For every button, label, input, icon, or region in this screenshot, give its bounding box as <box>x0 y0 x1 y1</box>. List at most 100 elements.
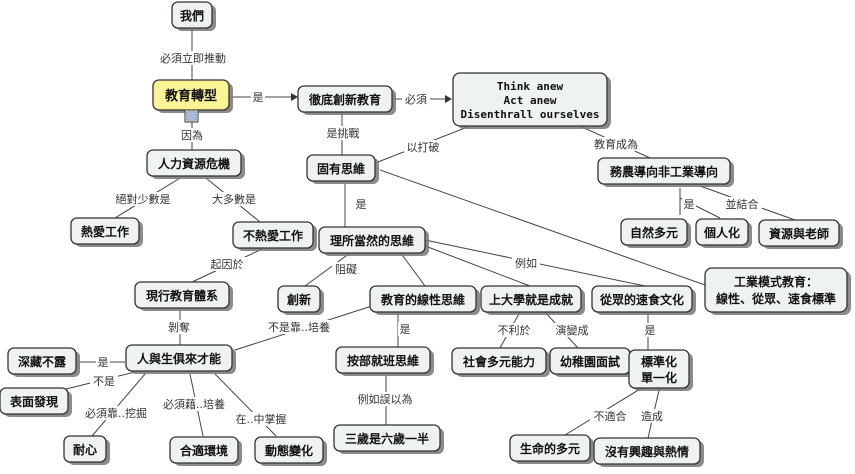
node-fixed-thinking[interactable]: 固有思維 <box>306 154 379 184</box>
link-is3: 是 <box>684 198 695 211</box>
node-agri-not-industrial-label: 務農導向非工業導向 <box>610 164 718 179</box>
link-not-suitable: 不適合 <box>594 409 627 423</box>
link-because: 因為 <box>181 128 203 142</box>
node-think-anew-line1: Think anew <box>497 80 564 93</box>
node-thorough-innovation-label: 徹底創新教育 <box>308 92 381 107</box>
link-education-becomes: 教育成為 <box>594 137 638 151</box>
node-life-diversity[interactable]: 生命的多元 <box>509 434 594 464</box>
node-college-success[interactable]: 上大學就是成就 <box>480 285 585 315</box>
link-labels: 必須立即推動 是 必須 因為 是挑戰 以打破 教育成為 絕對少數是 大多數是 是… <box>78 51 762 426</box>
arrow-head-icon <box>445 95 452 103</box>
node-think-anew[interactable]: Think anew Act anew Disenthrall ourselve… <box>452 72 611 129</box>
node-not-love-work[interactable]: 不熱愛工作 <box>232 221 317 251</box>
node-agri-not-industrial[interactable]: 務農導向非工業導向 <box>597 157 734 187</box>
node-resources-teachers[interactable]: 資源與老師 <box>758 219 843 249</box>
node-industrial-model-line1: 工業模式教育： <box>734 274 818 289</box>
node-linear-thinking[interactable]: 教育的線性思維 <box>369 285 480 315</box>
notes-icon[interactable] <box>184 109 199 123</box>
node-thorough-innovation[interactable]: 徹底創新教育 <box>297 85 396 115</box>
link-causes: 造成 <box>641 409 663 423</box>
node-natural-label: 自然多元 <box>630 225 678 240</box>
node-love-work[interactable]: 熱愛工作 <box>70 217 143 247</box>
edge-granted-linear <box>399 251 426 287</box>
link-is-not: 不是 <box>93 375 115 388</box>
node-college-success-label: 上大學就是成就 <box>489 292 573 307</box>
link-must-rely-dig: 必須靠..挖掘 <box>85 406 147 420</box>
node-natural[interactable]: 自然多元 <box>620 218 691 248</box>
link-evolves-into: 演變成 <box>556 323 589 337</box>
node-innate-talent[interactable]: 人與生俱來才能 <box>125 344 236 374</box>
link-is4: 是 <box>400 323 411 336</box>
link-in-grasp: 在..中掌握 <box>236 412 287 426</box>
node-social-ability-label: 社會多元能力 <box>462 354 535 369</box>
node-fast-food-culture-label: 從眾的速食文化 <box>599 292 684 307</box>
node-kindergarten-interview[interactable]: 幼稚園面試 <box>549 347 634 377</box>
node-fixed-thinking-label: 固有思維 <box>317 161 365 176</box>
node-we[interactable]: 我們 <box>171 1 216 31</box>
link-combined-with: 並結合 <box>726 197 759 211</box>
node-surface-label: 表面發現 <box>9 394 58 409</box>
node-industrial-model-line2: 線性、從眾、速食標準 <box>716 291 836 306</box>
node-three-half-six-label: 三歲是六歲一半 <box>345 431 429 446</box>
node-innovation-label: 創新 <box>286 292 311 307</box>
node-suitable-env[interactable]: 合適環境 <box>169 436 242 466</box>
node-hr-crisis[interactable]: 人力資源危機 <box>146 149 245 179</box>
node-linear-thinking-label: 教育的線性思維 <box>380 292 465 307</box>
node-personalized[interactable]: 個人化 <box>695 218 752 248</box>
edge-granted-college <box>419 243 531 287</box>
link-is: 是 <box>253 91 264 104</box>
node-dynamic-change[interactable]: 動態變化 <box>254 436 327 466</box>
link-deprives: 剝奪 <box>168 320 190 334</box>
node-industrial-model[interactable]: 工業模式教育： 線性、從眾、速食標準 <box>704 267 851 315</box>
node-suitable-env-label: 合適環境 <box>180 443 228 458</box>
node-love-work-label: 熱愛工作 <box>81 224 129 239</box>
node-standardized-line2: 單一化 <box>641 370 677 385</box>
node-by-class-label: 按部就班思維 <box>347 353 419 368</box>
node-fast-food-culture[interactable]: 從眾的速食文化 <box>591 285 696 315</box>
link-hinders: 阻礙 <box>335 263 357 276</box>
nodes: 我們 教育轉型 徹底創新教育 Think anew Act anew Disen… <box>0 1 851 467</box>
node-surface[interactable]: 表面發現 <box>0 387 72 417</box>
node-hidden-label: 深藏不露 <box>18 354 67 369</box>
node-taken-for-granted[interactable]: 理所當然的思維 <box>318 226 429 256</box>
node-hr-crisis-label: 人力資源危機 <box>158 156 230 171</box>
node-by-class[interactable]: 按部就班思維 <box>335 346 434 376</box>
link-mistaken-as: 例如誤以為 <box>358 392 413 406</box>
node-hidden[interactable]: 深藏不露 <box>7 347 80 377</box>
node-edu-transform-label: 教育轉型 <box>164 88 217 104</box>
arrow-head-icon <box>291 93 298 101</box>
node-social-ability[interactable]: 社會多元能力 <box>451 347 550 377</box>
link-not-beneficial: 不利於 <box>498 323 531 337</box>
node-no-interest-label: 沒有興趣與熱情 <box>605 444 689 459</box>
node-dynamic-change-label: 動態變化 <box>265 443 313 458</box>
link-for-example: 例如 <box>515 256 537 270</box>
link-must-cultivate: 必須藉..培養 <box>163 397 225 411</box>
link-to-break: 以打破 <box>407 140 440 154</box>
node-current-system-label: 現行教育體系 <box>146 288 218 303</box>
node-three-half-six[interactable]: 三歲是六歲一半 <box>333 424 444 454</box>
node-standardized[interactable]: 標準化 單一化 <box>628 349 693 391</box>
link-absolutely-few: 絕對少數是 <box>116 192 171 206</box>
node-think-anew-line2: Act anew <box>504 94 557 107</box>
node-taken-for-granted-label: 理所當然的思維 <box>330 233 414 248</box>
node-current-system[interactable]: 現行教育體系 <box>134 281 233 311</box>
link-challenge: 是挑戰 <box>327 126 360 140</box>
node-patience-label: 耐心 <box>73 442 97 457</box>
node-life-diversity-label: 生命的多元 <box>520 441 580 456</box>
node-patience[interactable]: 耐心 <box>63 435 110 465</box>
link-must: 必須 <box>405 93 427 106</box>
node-resources-teachers-label: 資源與老師 <box>769 226 829 241</box>
node-not-love-work-label: 不熱愛工作 <box>243 228 303 243</box>
node-innate-talent-label: 人與生俱來才能 <box>137 351 221 366</box>
link-mostly: 大多數是 <box>212 192 256 206</box>
edge-talent-patience <box>91 373 146 437</box>
node-innovation[interactable]: 創新 <box>277 285 324 315</box>
node-no-interest[interactable]: 沒有興趣與熱情 <box>593 437 704 467</box>
node-edu-transform[interactable]: 教育轉型 <box>152 79 233 113</box>
node-we-label: 我們 <box>180 8 204 23</box>
link-caused-by: 起因於 <box>211 257 244 271</box>
node-standardized-line1: 標準化 <box>641 354 677 369</box>
link-must-promote: 必須立即推動 <box>160 51 226 65</box>
node-personalized-label: 個人化 <box>703 225 740 240</box>
